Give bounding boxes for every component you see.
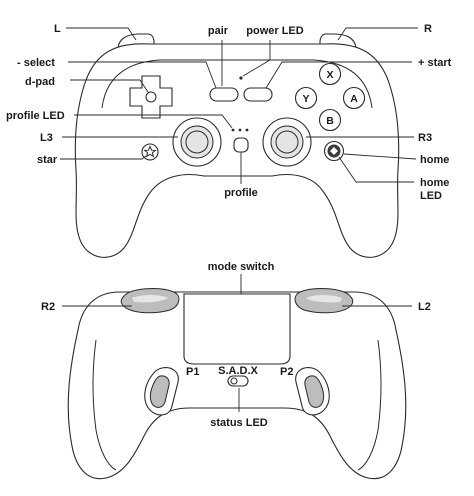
label-status-led: status LED: [210, 417, 268, 429]
label-profile-led: profile LED: [6, 110, 65, 122]
home-button: [323, 140, 345, 162]
face-button-y: Y: [294, 86, 318, 110]
star-icon: [143, 145, 157, 158]
face-button-a-label: A: [350, 93, 358, 105]
face-button-x: X: [318, 62, 342, 86]
label-star: star: [37, 154, 58, 166]
back-panel: [183, 293, 291, 365]
r2-trigger-highlight: [132, 295, 168, 303]
label-home: home: [420, 154, 449, 166]
select-button: [209, 87, 239, 102]
label-sadx: S.A.D.X: [218, 365, 258, 377]
label-l3: L3: [40, 132, 53, 144]
left-stick-l3: [172, 117, 222, 167]
l2-trigger-highlight: [306, 295, 342, 303]
bottom-controller-contour-right: [357, 339, 382, 471]
dpad: [129, 75, 173, 119]
p2-paddle: [295, 367, 330, 416]
label-pair: pair: [208, 25, 229, 37]
dpad-center-icon: [145, 91, 157, 103]
label-power-led: power LED: [246, 25, 304, 37]
label-p1: P1: [186, 366, 199, 378]
label-dpad: d-pad: [25, 76, 55, 88]
label-r3: R3: [418, 132, 432, 144]
profile-led: [231, 128, 249, 132]
right-stick-r3: [262, 117, 312, 167]
label-p2: P2: [280, 366, 293, 378]
label-home-led-line2: LED: [420, 190, 442, 202]
home-logo-icon: [330, 147, 338, 155]
start-button: [243, 87, 273, 102]
top-leader-lines: [60, 27, 418, 184]
label-home-led-line1: home: [420, 177, 449, 189]
face-button-x-label: X: [326, 69, 333, 81]
sadx-mode-switch: [227, 375, 249, 387]
top-controller: X Y A B: [6, 23, 452, 258]
face-button-a: A: [342, 86, 366, 110]
face-button-b: B: [318, 108, 342, 132]
label-l: L: [54, 23, 61, 35]
face-button-b-label: B: [326, 115, 334, 127]
label-start: + start: [418, 57, 452, 69]
label-mode-switch: mode switch: [208, 261, 275, 273]
label-profile: profile: [224, 187, 258, 199]
label-l2: L2: [418, 301, 431, 313]
label-select: - select: [17, 57, 55, 69]
power-led: [239, 76, 243, 80]
bottom-controller: mode switch R2 L2 P1 P2 S.A.D.X status L…: [41, 261, 431, 480]
bottom-leader-lines: [62, 274, 412, 412]
face-button-y-label: Y: [302, 93, 309, 105]
label-r2: R2: [41, 301, 55, 313]
top-controller-panel: [101, 59, 373, 109]
p1-paddle: [144, 367, 179, 416]
profile-button: [233, 137, 249, 153]
label-r: R: [424, 23, 432, 35]
bottom-controller-contour-left: [92, 339, 117, 471]
